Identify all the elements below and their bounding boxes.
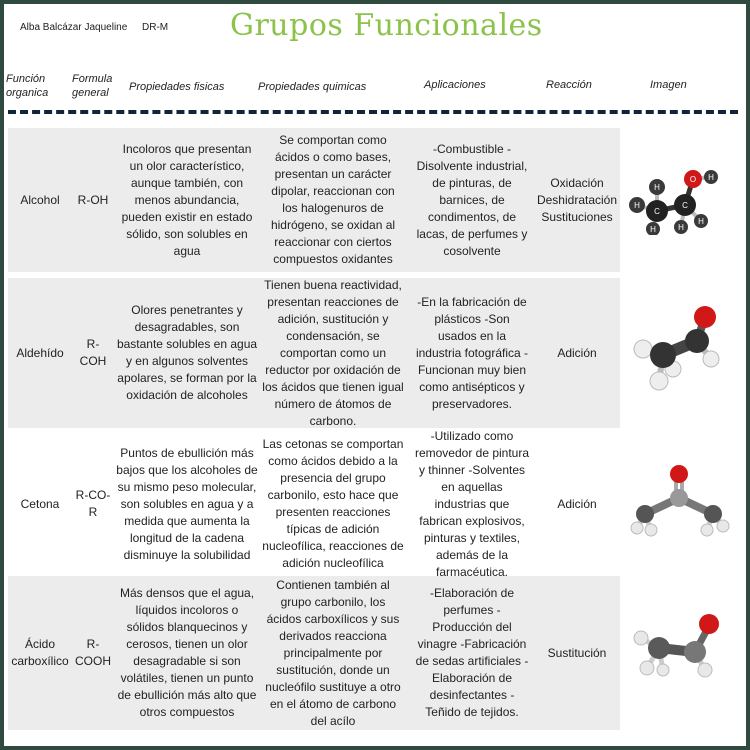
cell-funcion: Ácido carboxílico bbox=[11, 637, 69, 668]
cell-funcion: Aldehído bbox=[16, 345, 64, 360]
cell-formula: R-COOH bbox=[75, 637, 111, 668]
cell-reaccion: Oxidación Deshidratación Sustituciones bbox=[536, 175, 618, 224]
cell-reaccion: Adición bbox=[557, 345, 597, 360]
cell-reaccion: Sustitución bbox=[547, 645, 607, 660]
cell-quimicas: Contienen también al grupo carbonilo, lo… bbox=[265, 577, 401, 728]
cell-fisicas: Incoloros que presentan un olor caracter… bbox=[121, 141, 253, 258]
svg-text:O: O bbox=[690, 175, 696, 184]
cell-fisicas: Puntos de ebullición más bajos que los a… bbox=[116, 445, 258, 562]
header-aplicaciones: Aplicaciones bbox=[424, 79, 486, 91]
header-divider bbox=[8, 110, 738, 114]
cell-aplicaciones: -En la fabricación de plásticos -Son usa… bbox=[415, 294, 529, 411]
header-fisicas: Propiedades fisicas bbox=[129, 81, 225, 93]
cell-fisicas: Olores penetrantes y desagradables, son … bbox=[116, 303, 258, 402]
cell-quimicas: Se comportan como ácidos o como bases, p… bbox=[270, 133, 396, 266]
table-row: Ácido carboxílico R-COOH Más densos que … bbox=[8, 576, 620, 730]
cell-formula: R-COH bbox=[79, 337, 107, 368]
cell-aplicaciones: -Utilizado como removedor de pintura y t… bbox=[414, 428, 530, 579]
svg-text:C: C bbox=[682, 201, 688, 210]
cell-quimicas: Las cetonas se comportan como ácidos deb… bbox=[262, 437, 404, 570]
author-name: Alba Balcázar Jaqueline bbox=[20, 22, 128, 33]
page-title: Grupos Funcionales bbox=[230, 8, 543, 43]
cell-fisicas: Más densos que el agua, líquidos incolor… bbox=[117, 586, 257, 719]
cell-quimicas: Tienen buena reactividad, presentan reac… bbox=[262, 277, 404, 428]
header-formula: Formula general bbox=[72, 73, 113, 99]
header-imagen: Imagen bbox=[650, 79, 687, 91]
cell-reaccion: Adición bbox=[557, 496, 597, 511]
acetone-molecule-icon bbox=[620, 432, 738, 576]
svg-text:H: H bbox=[650, 225, 656, 234]
cell-funcion: Cetona bbox=[20, 496, 60, 511]
cell-formula: R-OH bbox=[77, 192, 109, 207]
svg-text:C: C bbox=[654, 207, 660, 216]
acetaldehyde-molecule-icon bbox=[620, 278, 738, 428]
svg-text:H: H bbox=[654, 183, 660, 192]
svg-text:H: H bbox=[698, 217, 704, 226]
cell-aplicaciones: -Combustible -Disolvente industrial, de … bbox=[416, 141, 528, 258]
document-code: DR-M bbox=[142, 22, 169, 33]
ethanol-molecule-icon: H H H H H C C O H bbox=[620, 128, 738, 272]
document-page: Alba Balcázar Jaqueline DR-M Grupos Func… bbox=[4, 4, 746, 746]
header-quimicas: Propiedades quimicas bbox=[258, 81, 367, 93]
header-reaccion: Reacción bbox=[546, 79, 592, 91]
table-row: Cetona R-CO-R Puntos de ebullición más b… bbox=[8, 428, 620, 579]
svg-text:H: H bbox=[634, 201, 640, 210]
table-row: Alcohol R-OH Incoloros que presentan un … bbox=[8, 128, 620, 272]
svg-text:H: H bbox=[678, 223, 684, 232]
header-funcion: Función organica bbox=[6, 73, 49, 99]
acetic-acid-molecule-icon bbox=[620, 576, 738, 730]
cell-funcion: Alcohol bbox=[20, 192, 60, 207]
svg-text:H: H bbox=[708, 173, 714, 182]
cell-aplicaciones: -Elaboración de perfumes -Producción del… bbox=[415, 586, 529, 719]
table-row: Aldehído R-COH Olores penetrantes y desa… bbox=[8, 278, 620, 428]
cell-formula: R-CO-R bbox=[75, 488, 111, 519]
